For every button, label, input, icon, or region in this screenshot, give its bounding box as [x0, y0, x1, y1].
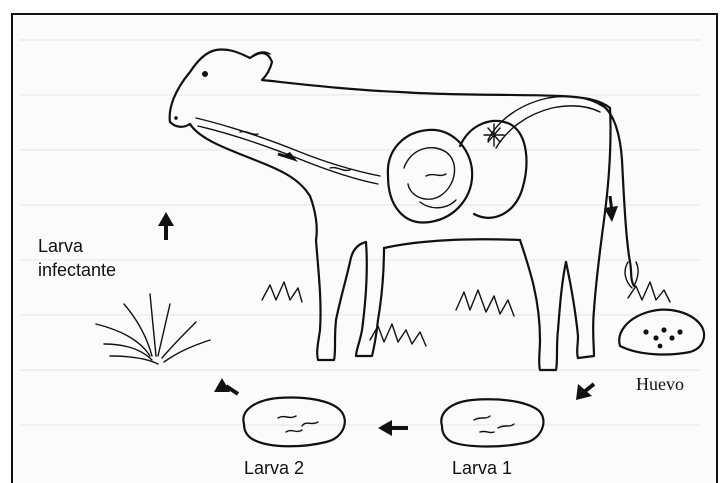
arrow-egg-to-larva1-icon [576, 384, 594, 400]
larva2-dung-pat [243, 398, 344, 447]
arrow-larva2-to-infective-icon [214, 378, 238, 394]
label-infective-larva-line1: Larva [38, 236, 84, 256]
larva1-dung-pat [441, 399, 543, 446]
label-infective-larva-line2: infectante [38, 260, 116, 280]
grass-tufts [96, 282, 670, 364]
label-larva2: Larva 2 [244, 458, 304, 478]
cow-illustration [170, 49, 639, 370]
label-larva1: Larva 1 [452, 458, 512, 478]
arrow-infective-to-host-icon [158, 212, 174, 240]
dung-pat-eggs [619, 310, 704, 355]
arrow-larva1-to-larva2-icon [378, 420, 408, 436]
adult-worm-star-icon [484, 124, 504, 146]
label-egg: Huevo [636, 374, 684, 394]
background-texture [20, 40, 700, 425]
